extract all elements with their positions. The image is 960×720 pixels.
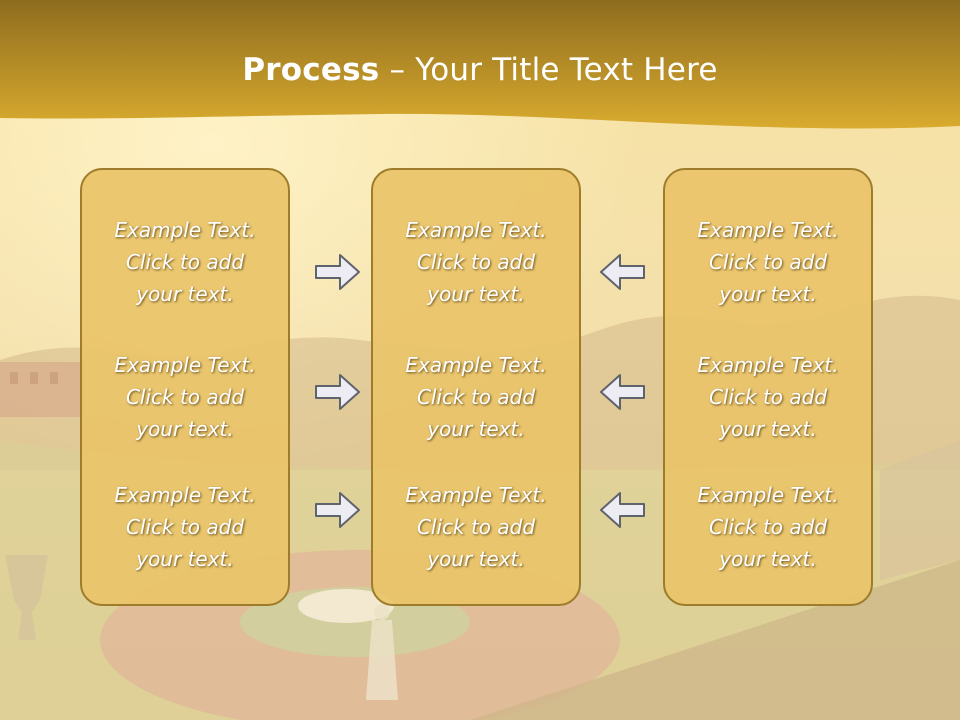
text-line: your text. bbox=[136, 417, 234, 441]
title-rest: – Your Title Text Here bbox=[379, 52, 718, 88]
text-placeholder[interactable]: Example Text. Click to add your text. bbox=[82, 214, 288, 310]
left-arrow-icon bbox=[600, 492, 645, 528]
text-line: your text. bbox=[427, 547, 525, 571]
text-line: your text. bbox=[427, 282, 525, 306]
text-placeholder[interactable]: Example Text. Click to add your text. bbox=[82, 479, 288, 575]
right-arrow-icon bbox=[315, 254, 360, 290]
text-line: Example Text. bbox=[697, 353, 839, 377]
text-line: Example Text. bbox=[405, 483, 547, 507]
text-line: Example Text. bbox=[114, 218, 256, 242]
process-box-right[interactable]: Example Text. Click to add your text. Ex… bbox=[663, 168, 873, 606]
text-line: your text. bbox=[719, 547, 817, 571]
text-placeholder[interactable]: Example Text. Click to add your text. bbox=[373, 214, 579, 310]
title-bold: Process bbox=[242, 52, 380, 88]
text-placeholder[interactable]: Example Text. Click to add your text. bbox=[665, 479, 871, 575]
text-placeholder[interactable]: Example Text. Click to add your text. bbox=[665, 349, 871, 445]
text-placeholder[interactable]: Example Text. Click to add your text. bbox=[373, 479, 579, 575]
text-line: Click to add bbox=[125, 385, 245, 409]
text-line: Click to add bbox=[125, 250, 245, 274]
text-line: your text. bbox=[136, 282, 234, 306]
text-line: your text. bbox=[719, 417, 817, 441]
text-line: Example Text. bbox=[114, 353, 256, 377]
text-line: Example Text. bbox=[697, 218, 839, 242]
text-line: your text. bbox=[719, 282, 817, 306]
right-arrow-icon bbox=[315, 492, 360, 528]
text-line: Example Text. bbox=[405, 353, 547, 377]
left-arrow-icon bbox=[600, 374, 645, 410]
text-placeholder[interactable]: Example Text. Click to add your text. bbox=[82, 349, 288, 445]
text-line: your text. bbox=[136, 547, 234, 571]
text-line: Click to add bbox=[125, 515, 245, 539]
text-placeholder[interactable]: Example Text. Click to add your text. bbox=[665, 214, 871, 310]
text-line: Click to add bbox=[416, 515, 536, 539]
title-banner bbox=[0, 0, 960, 129]
text-line: Click to add bbox=[708, 250, 828, 274]
text-line: your text. bbox=[427, 417, 525, 441]
text-line: Click to add bbox=[416, 385, 536, 409]
text-line: Example Text. bbox=[697, 483, 839, 507]
process-box-left[interactable]: Example Text. Click to add your text. Ex… bbox=[80, 168, 290, 606]
text-line: Click to add bbox=[416, 250, 536, 274]
right-arrow-icon bbox=[315, 374, 360, 410]
text-line: Example Text. bbox=[405, 218, 547, 242]
text-line: Click to add bbox=[708, 515, 828, 539]
text-line: Click to add bbox=[708, 385, 828, 409]
left-arrow-icon bbox=[600, 254, 645, 290]
text-line: Example Text. bbox=[114, 483, 256, 507]
text-placeholder[interactable]: Example Text. Click to add your text. bbox=[373, 349, 579, 445]
slide-title[interactable]: Process – Your Title Text Here bbox=[0, 52, 960, 88]
process-box-center[interactable]: Example Text. Click to add your text. Ex… bbox=[371, 168, 581, 606]
